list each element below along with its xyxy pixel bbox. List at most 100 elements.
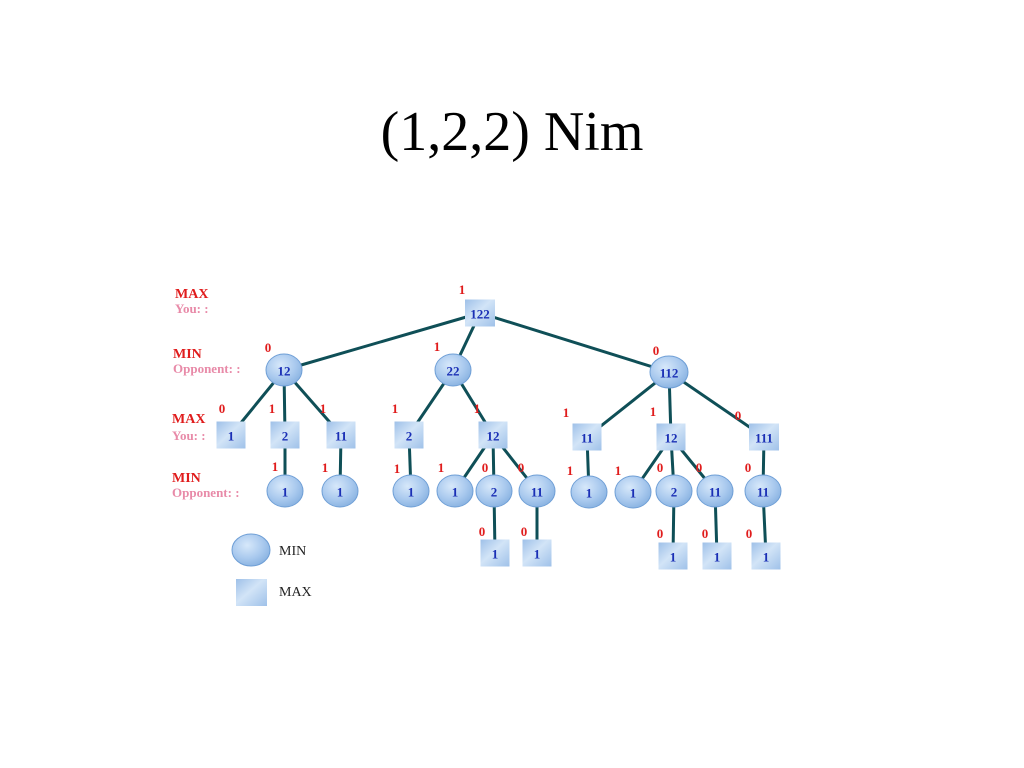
node-label: 1 [337,485,344,500]
min-node-shape [434,353,472,387]
max-node-shape [270,421,300,449]
max-node-shape [216,421,246,449]
node-value: 0 [735,408,742,423]
node-value: 0 [479,524,486,539]
node-value: 1 [394,461,401,476]
tree-edge [478,311,671,374]
slide-title: (1,2,2) Nim [380,101,644,163]
max-node-shape [656,423,686,451]
level-role-label: MIN [173,347,202,362]
max-node: 111 [563,405,602,451]
min-node-shape [655,474,693,508]
node-value: 1 [567,463,574,478]
min-node: 11 [614,463,652,509]
node-label: 1 [492,547,499,562]
tree-edge [667,370,766,439]
node-label: 1 [408,485,415,500]
node-label: 2 [406,429,413,444]
min-node-shape [436,474,474,508]
node-label: 12 [665,431,678,446]
min-node: 11 [436,460,474,508]
node-label: 2 [491,485,498,500]
min-node: 11 [266,459,304,508]
node-value: 1 [434,339,441,354]
max-node: 21 [392,401,424,449]
node-value: 0 [521,524,528,539]
node-label: 11 [581,431,593,446]
max-node-shape [572,423,602,451]
min-node-shape [744,474,782,508]
node-label: 12 [278,364,291,379]
node-label: 11 [335,429,347,444]
node-label: 1 [282,485,289,500]
node-label: 11 [709,485,721,500]
node-label: 111 [755,431,773,446]
legend: MIN MAX [231,533,312,606]
min-node: 11 0 [696,460,734,508]
node-value: 1 [474,401,481,416]
min-node-shape [570,475,608,509]
node-label: 112 [660,366,679,381]
min-node-shape [518,474,556,508]
max-node-shape [480,539,510,567]
min-node: 11 [392,461,430,508]
max-node-shape [751,542,781,570]
legend-max-label: MAX [279,585,312,600]
node-label: 12 [487,429,500,444]
max-node: 10 [216,401,246,449]
min-node-shape [696,474,734,508]
min-node: 11 [567,463,608,509]
max-node-shape [478,421,508,449]
max-node-shape [702,542,732,570]
node-value: 1 [438,460,445,475]
node-value: 0 [657,526,664,541]
min-node: 11 [321,460,359,508]
min-node: 120 [265,340,303,387]
node-value: 1 [563,405,570,420]
node-label: 1 [534,547,541,562]
max-node-shape [465,299,495,327]
node-value: 1 [322,460,329,475]
node-label: 1 [763,550,770,565]
max-node-shape [749,423,779,451]
min-node: 221 [434,339,472,387]
max-node: 10 [702,526,732,570]
max-node-shape [326,421,356,449]
node-value: 1 [269,401,276,416]
max-node-shape [522,539,552,567]
max-node: 10 [521,524,552,567]
min-node-shape [265,353,303,387]
level-role-label: MAX [175,287,208,302]
level-player-label: Opponent: : [173,361,241,376]
min-node-shape [649,355,689,389]
node-label: 122 [470,307,490,322]
node-value: 0 [657,460,664,475]
tree-edge [282,311,482,372]
node-value: 1 [320,401,327,416]
max-node: 111 0 [735,408,779,451]
min-node: 20 [475,460,513,508]
node-label: 11 [757,485,769,500]
max-node: 121 [650,404,686,451]
node-label: 2 [671,485,678,500]
level-player-label: Opponent: : [172,485,240,500]
max-node-shape [394,421,424,449]
min-node-shape [475,474,513,508]
node-label: 1 [586,486,593,501]
tree-nodes: 1221120221112010211112112111112111101111… [216,282,782,570]
min-node-shape [266,474,304,508]
node-value: 0 [482,460,489,475]
max-node: 10 [746,526,781,570]
node-value: 0 [702,526,709,541]
node-value: 1 [459,282,466,297]
legend-max-swatch [236,579,267,606]
node-value: 0 [696,460,703,475]
max-node: 10 [479,524,510,567]
legend-item: MIN [231,533,306,567]
node-value: 0 [653,343,660,358]
node-label: 2 [282,429,289,444]
legend-min-label: MIN [279,544,306,559]
legend-min-swatch [231,533,271,567]
